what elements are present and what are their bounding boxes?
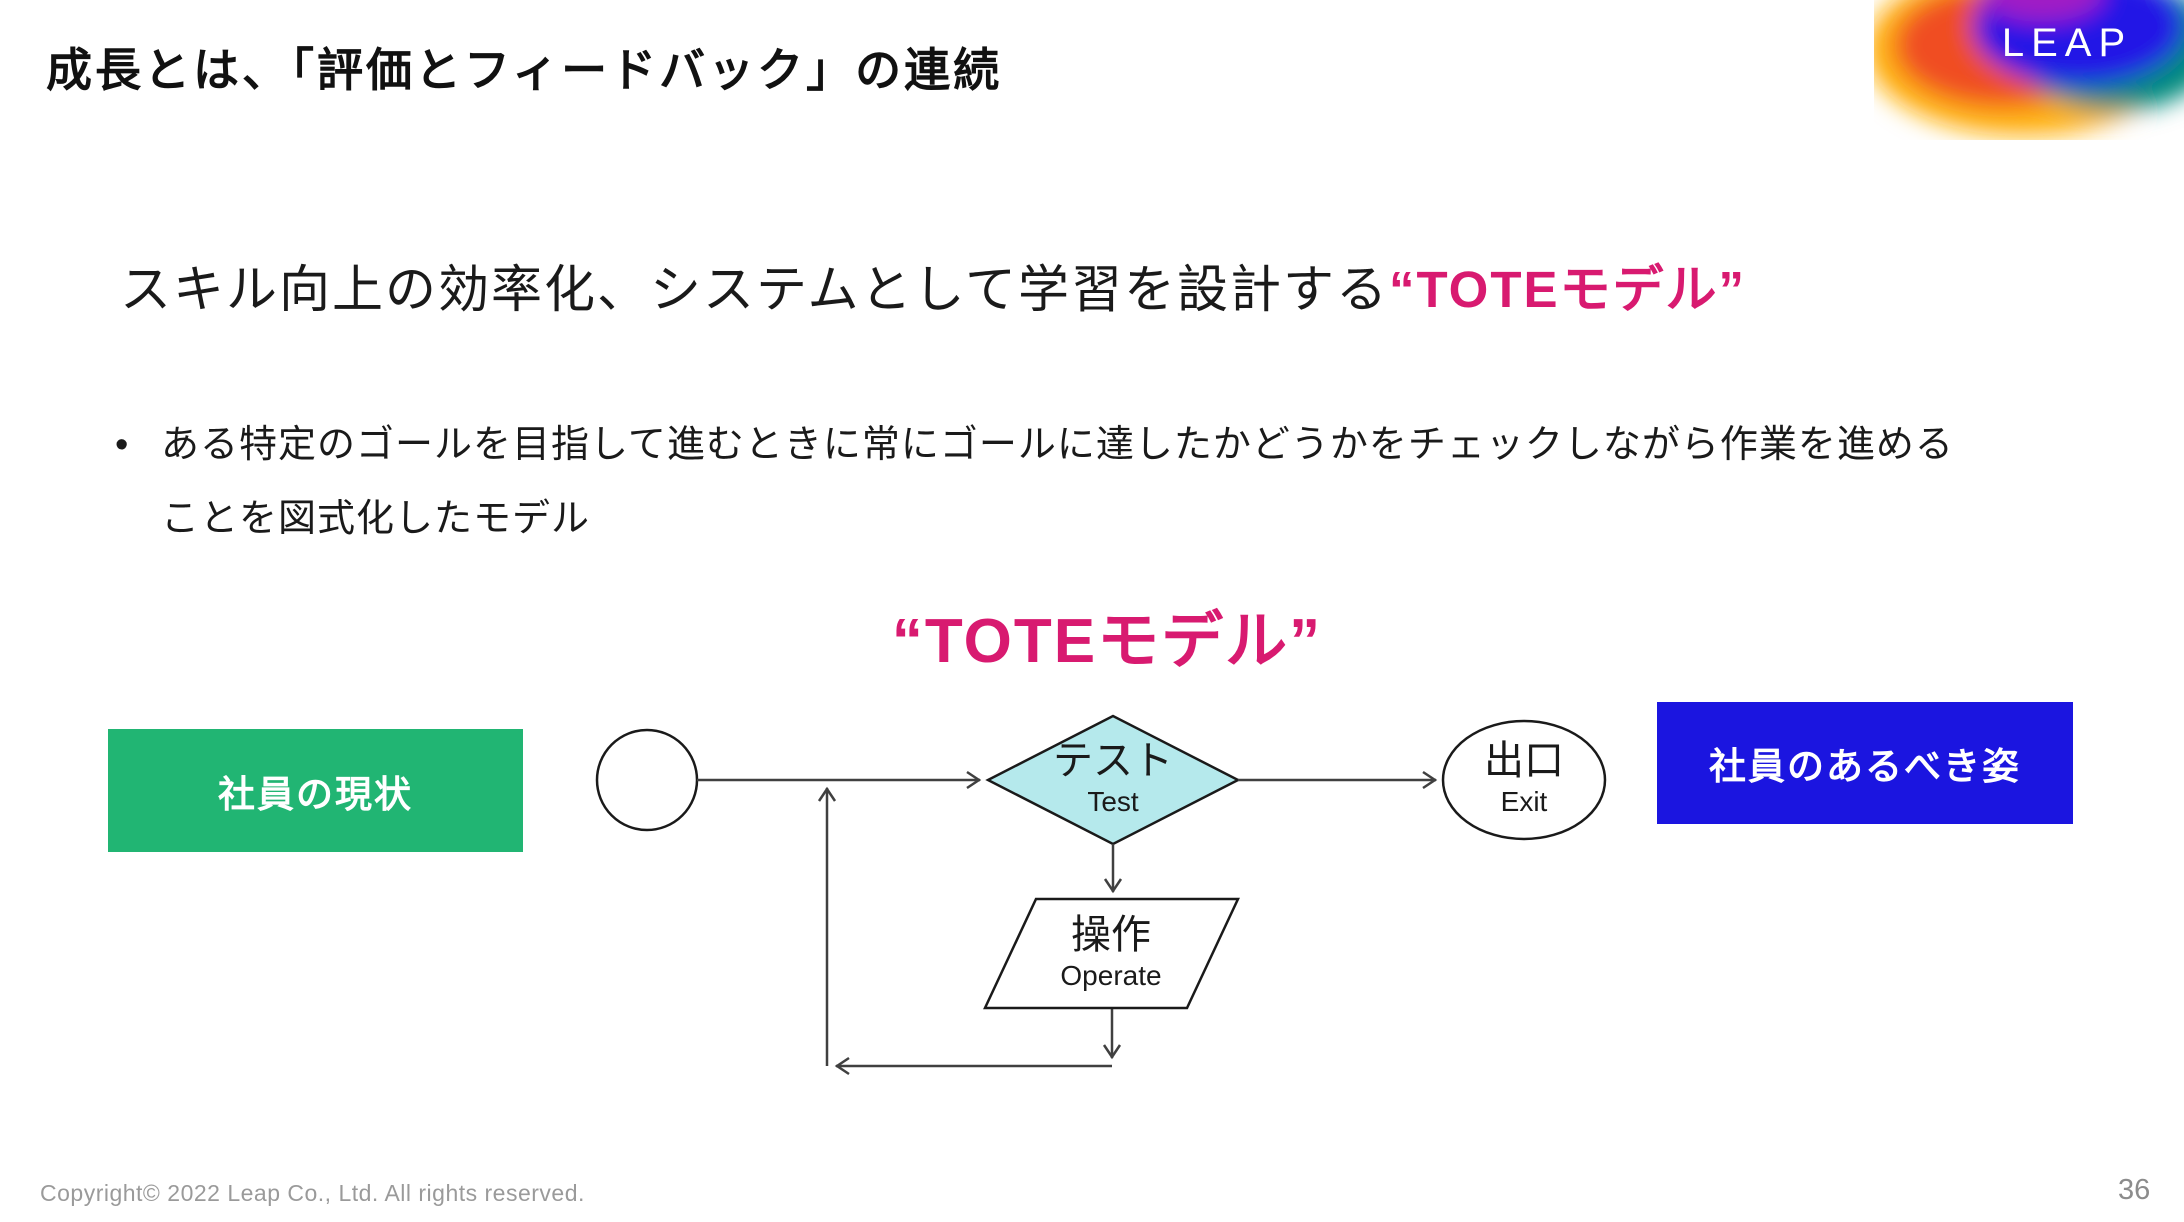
start-circle-shape [595,728,699,832]
logo-gradient-blob: LEAP [1874,0,2184,136]
bullet-line-2: ことを図式化したモデル [161,498,591,540]
operate-parallelogram-shape [983,897,1240,1010]
current-state-box: 社員の現状 [108,729,523,852]
page-number: 36 [2118,1174,2151,1206]
leap-logo: LEAP [1874,0,2184,140]
bullet-marker: • [115,424,130,466]
ideal-state-label: 社員のあるべき姿 [1709,746,2021,787]
lead-highlight-tote: “TOTEモデル” [1388,261,1747,318]
test-label-en: Test [1087,786,1139,817]
bullet-item: • ある特定のゴールを目指して進むときに常にゴールに達したかどうかをチェックしな… [115,408,2075,482]
ideal-state-box: 社員のあるべき姿 [1657,702,2073,824]
lead-sentence: スキル向上の効率化、システムとして学習を設計する“TOTEモデル” [120,248,1746,322]
operate-node-label: 操作 Operate [1011,902,1211,1002]
diagram-title: “TOTEモデル” [891,607,1323,676]
copyright-text: Copyright© 2022 Leap Co., Ltd. All right… [40,1180,585,1206]
operate-label-ja: 操作 [1071,913,1151,957]
bullet-list: • ある特定のゴールを目指して進むときに常にゴールに達したかどうかをチェックしな… [115,408,2075,556]
logo-text: LEAP [2002,21,2132,65]
exit-node-label: 出口 Exit [1424,726,1624,830]
test-node-label: テスト Test [1013,728,1213,828]
page-title: 成長とは、「評価とフィードバック」の連続 [46,44,1003,96]
lead-text: スキル向上の効率化、システムとして学習を設計する [120,261,1389,318]
test-label-ja: テスト [1053,739,1173,783]
current-state-label: 社員の現状 [218,773,413,815]
operate-label-en: Operate [1060,960,1162,991]
exit-label-en: Exit [1500,786,1548,817]
exit-label-ja: 出口 [1484,739,1564,783]
bullet-line-1: ある特定のゴールを目指して進むときに常にゴールに達したかどうかをチェックしながら… [161,424,1954,466]
exit-ellipse-shape [1441,719,1607,841]
